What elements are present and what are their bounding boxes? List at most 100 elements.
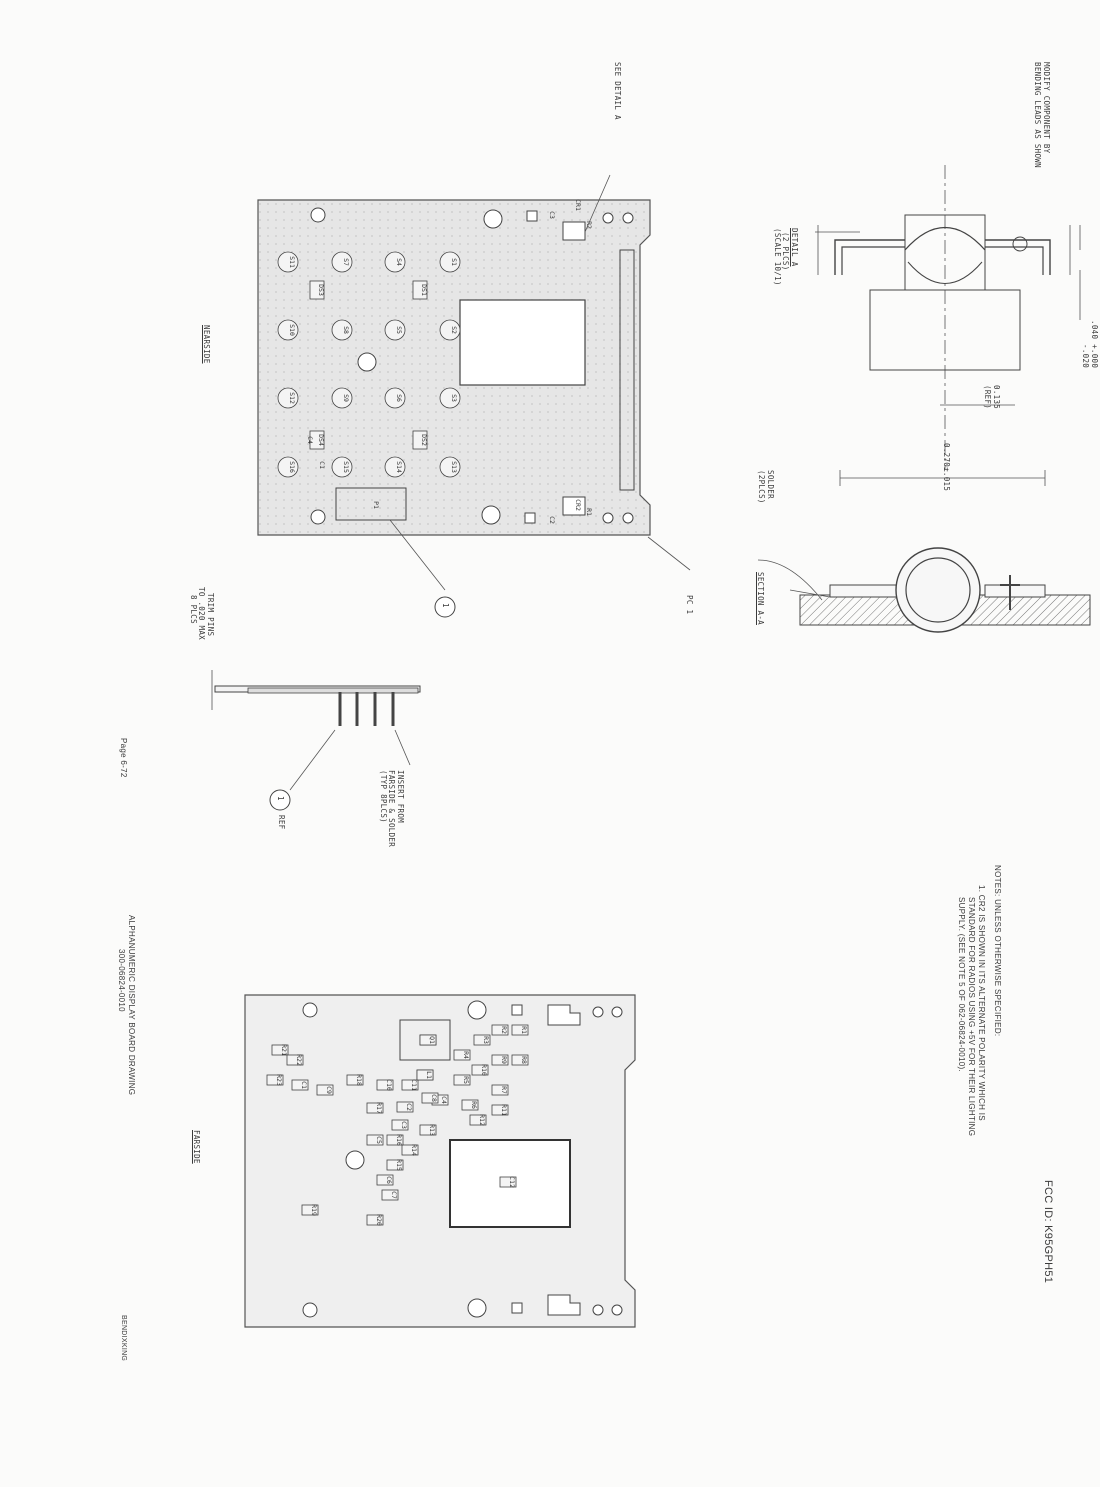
switch-pad: [331, 251, 353, 273]
pc-one-label: PC 1: [685, 595, 694, 615]
farside-part-label: R5: [462, 1076, 470, 1084]
farside-part-label: R10: [480, 1064, 488, 1076]
ref-label: REF: [277, 815, 286, 830]
notes-heading: NOTES: UNLESS OTHERWISE SPECIFIED:: [993, 865, 1002, 1037]
smd-footprint: [419, 1124, 437, 1136]
farside-part-label: C10: [385, 1079, 393, 1091]
smd-footprint: [401, 1144, 419, 1156]
switch-label: S4: [395, 258, 403, 266]
nearside-part-label: DS4: [317, 434, 325, 446]
led-footprint: [309, 280, 325, 300]
insert-note-line-2: FARSIDE & SOLDER: [387, 770, 397, 848]
farside-part-label: R7: [500, 1086, 508, 1094]
switch-pad: [277, 456, 299, 478]
led-footprint: [412, 280, 428, 300]
switch-pad: [439, 387, 461, 409]
drawing-part-number: 300-06824-0010: [117, 949, 126, 1012]
smd-footprint: [366, 1134, 384, 1146]
farside-part-label: R21: [280, 1044, 288, 1056]
smd-footprint: [491, 1024, 509, 1036]
switch-pad: [384, 456, 406, 478]
smd-footprint: [473, 1034, 491, 1046]
farside-part-label: R9: [500, 1056, 508, 1064]
farside-part-label: C12: [508, 1176, 516, 1188]
switch-pad: [384, 319, 406, 341]
farside-part-label: C4: [440, 1096, 448, 1104]
switch-pad: [439, 319, 461, 341]
smd-footprint: [453, 1049, 471, 1061]
callout-one-text: 1: [441, 603, 450, 608]
switch-pad: [331, 456, 353, 478]
smd-footprint: [469, 1114, 487, 1126]
see-detail-a-label: SEE DETAIL A: [613, 62, 622, 120]
farside-part-label: R1: [520, 1026, 528, 1034]
drawing-title-line-1: ALPHANUMERIC DISPLAY BOARD DRAWING: [127, 915, 136, 1096]
switch-label: S5: [395, 326, 403, 334]
nearside-part-label: DS3: [317, 284, 325, 296]
solder-title: SOLDER: [766, 470, 775, 499]
farside-part-label: C11: [410, 1079, 418, 1091]
nearside-part-label: CR1: [574, 199, 582, 211]
detail-a-count: (2 PLCS): [781, 232, 791, 271]
farside-part-label: R13: [428, 1124, 436, 1136]
ref-dim-value: 0.135: [992, 385, 1001, 410]
smd-footprint: [266, 1074, 284, 1086]
farside-part-label: R19: [310, 1204, 318, 1216]
farside-part-label: R12: [478, 1114, 486, 1126]
switch-pad: [277, 387, 299, 409]
trim-pins-line-1: TRIM PINS: [206, 593, 215, 637]
insert-note-line-1: INSERT FROM: [396, 770, 405, 823]
modify-component-note: MODIFY COMPONENT BY BENDING LEADS AS SHO…: [1033, 62, 1052, 168]
farside-part-label: C5: [375, 1136, 383, 1144]
smd-footprint: [286, 1054, 304, 1066]
smd-footprint: [416, 1069, 434, 1081]
ref-dim-tag: (REF): [983, 385, 993, 410]
switch-pad: [384, 387, 406, 409]
width-dimension: 0.270±.015: [942, 443, 951, 492]
switch-label: S2: [450, 326, 458, 334]
nearside-part-label: C2: [548, 516, 556, 524]
callout-one-ref-text: 1: [276, 796, 285, 801]
farside-part-label: R17: [375, 1102, 383, 1114]
smd-footprint: [316, 1084, 334, 1096]
modify-note-line-2: BENDING LEADS AS SHOWN: [1033, 62, 1043, 168]
smd-footprint: [376, 1174, 394, 1186]
switch-pad: [331, 319, 353, 341]
solder-label: SOLDER (2PLCS): [757, 470, 776, 504]
ref-dimension: 0.135 (REF): [983, 385, 1002, 410]
farside-part-label: C6: [385, 1176, 393, 1184]
farside-label: FARSIDE: [192, 1130, 201, 1164]
trim-pins-line-3: 8 PLCS: [189, 595, 198, 624]
smd-footprint: [511, 1054, 529, 1066]
farside-part-label: C7: [390, 1191, 398, 1199]
notes-line-2: STANDARD FOR RADIOS USING +5V FOR THEIR …: [967, 897, 976, 1137]
farside-part-label: R11: [500, 1104, 508, 1116]
farside-pcb: U1U2U3R1R2R3R4R5R6R7R8R9R10R11R12R13R14R…: [244, 994, 636, 1328]
smd-footprint: [421, 1092, 439, 1104]
detail-a-label: DETAIL A (2 PLCS) (SCALE 10/1): [773, 228, 799, 286]
smd-footprint: [453, 1074, 471, 1086]
nearside-part-label: C1: [318, 461, 326, 469]
smd-footprint: [491, 1054, 509, 1066]
nearside-part-label: R2: [585, 221, 593, 229]
modify-note-line-1: MODIFY COMPONENT BY: [1042, 62, 1051, 154]
smd-footprint: [511, 1024, 529, 1036]
section-a-a-label: SECTION A-A: [756, 572, 765, 625]
corner-brand-text: BENDIXKING: [120, 1315, 127, 1362]
detail-a-drawing: [815, 165, 1081, 486]
detail-a-title: DETAIL A: [790, 228, 799, 267]
switch-label: S9: [342, 394, 350, 402]
switch-pad: [384, 251, 406, 273]
farside-part-label: R18: [355, 1074, 363, 1086]
switch-label: S11: [288, 256, 296, 268]
nearside-part-label: DS1: [420, 284, 428, 296]
smd-footprint: [396, 1101, 414, 1113]
smd-footprint: [471, 1064, 489, 1076]
callout-one-circle: [434, 596, 456, 618]
smd-footprint: [386, 1134, 404, 1146]
switch-pad: [277, 319, 299, 341]
farside-part-label: Q1: [428, 1036, 436, 1044]
led-footprint: [309, 430, 325, 450]
smd-footprint: [499, 1176, 517, 1188]
